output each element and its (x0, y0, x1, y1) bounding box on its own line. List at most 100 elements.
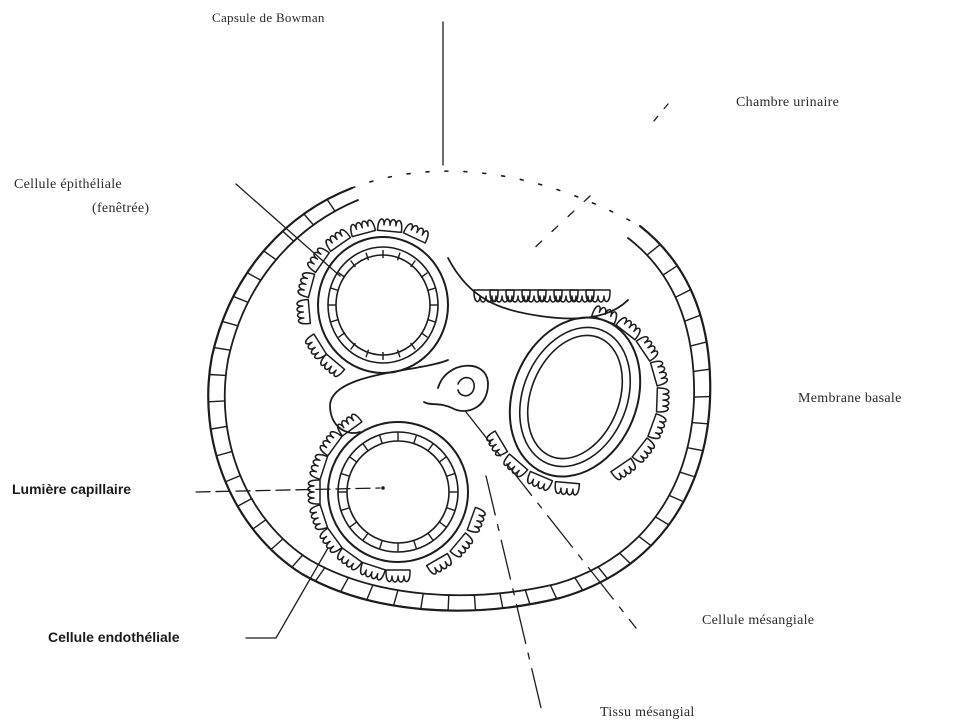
foot-process (386, 570, 410, 582)
bowman-capsule-inner-wall (225, 200, 694, 595)
capillary-cell-division (447, 473, 456, 476)
capillary-cell-division (398, 350, 400, 358)
capillary-cell-division (421, 273, 427, 278)
capsule-cell-division (690, 342, 706, 346)
capsule-cell-division (647, 244, 660, 255)
foot-process (304, 334, 327, 361)
capsule-cell-division (315, 568, 324, 581)
capsule-cell-division (208, 401, 224, 402)
foot-process (359, 562, 386, 581)
capsule-cell-division (238, 499, 252, 507)
label-epithelial-cell: Cellule épithéliale (14, 177, 122, 192)
capsule-cell-division (639, 536, 651, 545)
capsule-cell-division (575, 578, 583, 591)
capsule-cell-division (271, 539, 283, 550)
label-mesangial-tissue: Tissu mésangial (600, 705, 695, 720)
mesangial-cell (424, 366, 488, 411)
capillary-cell-division (428, 288, 436, 290)
capsule-cell-division (283, 231, 294, 241)
capillary-cell-division (363, 443, 368, 450)
capillary-cell-division (363, 533, 368, 540)
capsule-cell-division (211, 426, 227, 429)
capillary-cell-division (366, 253, 368, 261)
capillary-cell-division (379, 435, 382, 444)
capsule-cell-division (525, 590, 530, 604)
capillary-cell-division (366, 350, 368, 358)
leader-endothelial (246, 548, 328, 638)
capsule-cell-division (598, 567, 607, 579)
label-endothelial-cell: Cellule endothéliale (48, 629, 180, 645)
capsule-cell-division (693, 369, 709, 371)
capillary-loop-bottom-left (328, 422, 468, 562)
capsule-cell-division (663, 266, 677, 275)
capsule-cell-division (655, 517, 668, 525)
capsule-cell-division (685, 315, 701, 321)
mesangial-cell-nucleus (458, 378, 474, 396)
foot-process (349, 219, 375, 237)
capillary-cell-division (331, 320, 339, 322)
capsule-cell-divisions (208, 199, 710, 610)
label-urinary-chamber: Chambre urinaire (736, 95, 839, 110)
capsule-cell-division (367, 585, 373, 600)
capsule-cell-division (692, 423, 708, 424)
lumen-dot (381, 486, 385, 490)
foot-process (377, 218, 402, 232)
leader-epithelial (236, 184, 340, 276)
capillary-cell-division (439, 457, 446, 462)
capsule-cell-division (327, 199, 335, 211)
capillary-loop-top-left (318, 237, 448, 373)
label-bowman-capsule: Capsule de Bowman (212, 10, 325, 25)
capsule-cell-division (687, 448, 703, 451)
foot-process (648, 414, 667, 441)
capsule-cell-division (341, 578, 349, 592)
capillary-cell-division (398, 253, 400, 261)
capillary-cell-division (414, 435, 417, 444)
foot-process (636, 334, 659, 361)
capsule-cell-division (694, 397, 710, 398)
capillary-cell-division (414, 541, 417, 550)
capsule-cell-division (253, 520, 266, 529)
foot-process (657, 388, 670, 412)
foot-process (306, 246, 330, 273)
capsule-cell-division (680, 472, 695, 477)
foot-process (467, 507, 486, 534)
foot-process (485, 431, 508, 458)
capillary-cell-division (428, 443, 433, 450)
leader-chamber-inner (530, 196, 590, 252)
capsule-cell-division (676, 290, 691, 298)
label-mesangial-cell: Cellule mésangiale (702, 613, 814, 628)
capillary-cell-division (341, 473, 350, 476)
capillary-cell-division (331, 288, 339, 290)
capsule-cell-division (448, 595, 449, 610)
leader-mesangial-cell (466, 412, 636, 628)
foot-process (318, 528, 342, 554)
capillary-cell-division (421, 333, 427, 338)
foot-process (308, 480, 320, 504)
capsule-cell-division (394, 590, 398, 605)
capsule-cell-division (669, 495, 683, 501)
capsule-cell-division (225, 476, 240, 482)
label-epithelial-cell-fenestrated: (fenêtrée) (92, 201, 149, 216)
capsule-cell-division (292, 555, 303, 567)
capillary-cell-division (349, 522, 356, 527)
foot-process (403, 222, 430, 243)
capsule-cell-division (216, 451, 232, 455)
capillary-cell-division (447, 508, 456, 511)
foot-process (335, 548, 361, 572)
foot-process (651, 360, 669, 386)
foot-process (427, 554, 454, 576)
capsule-cell-division (247, 273, 261, 280)
foot-process (555, 482, 580, 496)
capillary-cell-division (349, 457, 356, 462)
leader-chamber (648, 104, 668, 128)
leader-capillary-lumen (196, 488, 380, 492)
capillary-cell-division (428, 533, 433, 540)
capsule-cell-division (619, 553, 630, 564)
capillary-cell-division (428, 320, 436, 322)
capsule-cell-division (550, 585, 556, 599)
foot-process (611, 458, 638, 481)
foot-process (318, 429, 342, 455)
capsule-cell-division (233, 296, 248, 302)
